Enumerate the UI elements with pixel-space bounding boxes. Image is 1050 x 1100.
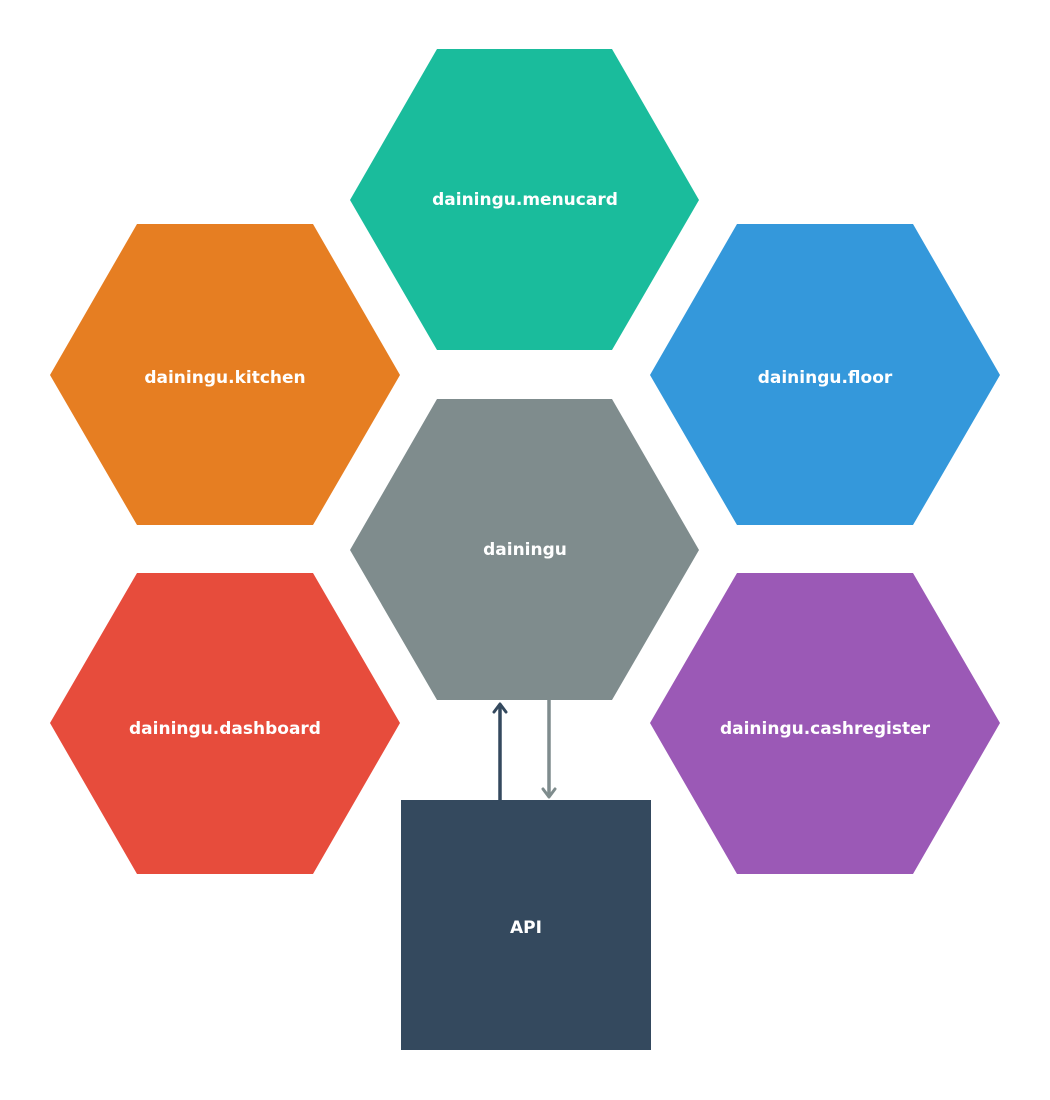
api-box [401,800,651,1050]
dashboard-label: dainingu.dashboard [129,719,321,739]
cashregister-hexagon [650,573,1000,874]
dashboard-hexagon [50,573,400,874]
api-label: API [510,918,542,938]
core-to-api-arrowhead [541,787,557,799]
kitchen-label: dainingu.kitchen [144,368,305,388]
menucard-label: dainingu.menucard [432,190,618,210]
node-core: dainingu [350,399,699,700]
api-to-core-arrowhead [492,702,508,714]
core-hexagon [350,399,699,700]
floor-hexagon [650,224,1000,525]
node-kitchen: dainingu.kitchen [50,224,400,525]
node-floor: dainingu.floor [650,224,1000,525]
node-menucard: dainingu.menucard [350,49,699,350]
connection-api-to-core [492,702,508,800]
node-dashboard: dainingu.dashboard [50,573,400,874]
kitchen-hexagon [50,224,400,525]
cashregister-label: dainingu.cashregister [720,719,931,739]
menucard-hexagon [350,49,699,350]
node-api: API [401,800,651,1050]
connection-core-to-api [541,700,557,799]
node-cashregister: dainingu.cashregister [650,573,1000,874]
core-label: dainingu [483,540,567,560]
floor-label: dainingu.floor [758,368,893,388]
